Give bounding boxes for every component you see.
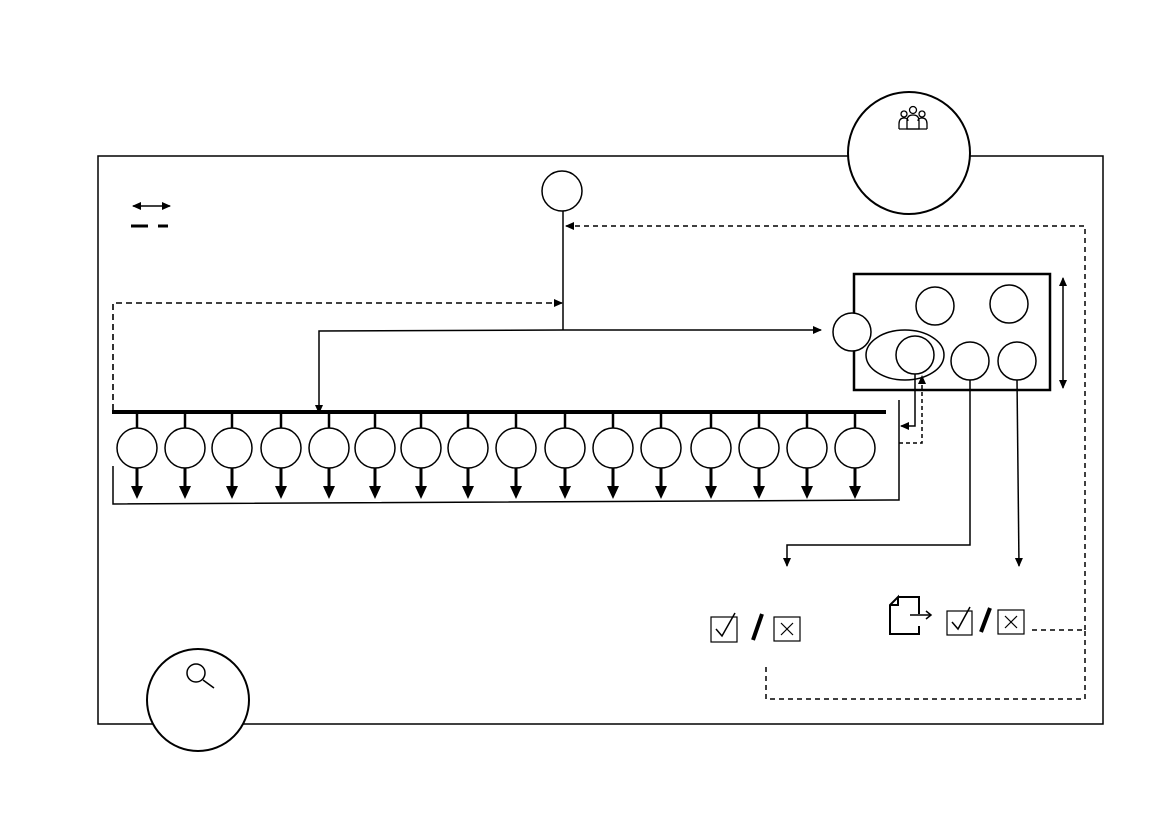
bus-node — [592, 427, 634, 469]
bus-node-arrowhead — [753, 486, 765, 499]
bus-node — [495, 427, 537, 469]
bus-node — [690, 427, 732, 469]
cluster-frame — [852, 272, 1052, 392]
bus-node — [308, 427, 350, 469]
bus-node-arrowhead — [179, 486, 191, 499]
bus-node — [211, 427, 253, 469]
team-badge — [847, 91, 971, 215]
checked-box-icon — [946, 606, 973, 636]
bus-node — [354, 427, 396, 469]
checked-box-icon — [710, 612, 738, 643]
crossed-box-icon — [773, 616, 801, 642]
cluster-output-right — [1014, 379, 1023, 567]
bus-node-arrowhead — [801, 486, 813, 499]
cluster-output-left — [783, 380, 971, 567]
feedback-dashed-top — [565, 222, 1086, 630]
bus-node-arrowhead — [415, 486, 427, 499]
group-of-people-icon — [898, 105, 928, 130]
bus-to-cluster-dashed-link — [899, 375, 926, 444]
bus-node-arrowhead — [510, 486, 522, 499]
bus-node — [544, 427, 586, 469]
cluster — [832, 272, 1067, 392]
export-document-icon — [889, 594, 933, 635]
bus-nodes — [116, 414, 876, 499]
search-badge — [146, 648, 250, 752]
slash-icon — [979, 607, 992, 633]
bus-node — [834, 427, 876, 469]
cluster-to-bus-link — [900, 374, 916, 430]
legend — [131, 202, 171, 228]
crossed-box-icon — [997, 609, 1025, 635]
outcome-left — [710, 612, 801, 643]
cluster-node — [950, 341, 990, 381]
bus-node — [786, 427, 828, 469]
bus-node-arrowhead — [849, 486, 861, 499]
top-node — [541, 170, 583, 212]
bus-node — [447, 427, 489, 469]
cluster-node — [989, 284, 1029, 324]
cluster-node — [997, 341, 1037, 381]
outcome-right — [889, 594, 1025, 636]
result-feedback-dashed — [765, 629, 1086, 700]
bus-node-arrowhead — [369, 486, 381, 499]
bus-node-arrowhead — [226, 486, 238, 499]
cluster-node — [915, 286, 955, 326]
bus-node-arrowhead — [131, 486, 143, 499]
bus-node-arrowhead — [275, 486, 287, 499]
slash-icon — [751, 613, 764, 641]
bus-node-arrowhead — [655, 486, 667, 499]
bus-node — [164, 427, 206, 469]
cluster-node — [895, 335, 935, 375]
bus-node-arrowhead — [705, 486, 717, 499]
cluster-highlight — [865, 329, 945, 381]
cluster-entry-node — [832, 312, 872, 352]
bus-node-arrowhead — [607, 486, 619, 499]
bus-return-line — [112, 400, 900, 505]
bus-node — [640, 427, 682, 469]
bus-node — [738, 427, 780, 469]
bus-node-arrowhead — [559, 486, 571, 499]
main-frame — [97, 155, 1104, 725]
bus-node-arrowhead — [323, 486, 335, 499]
bus-node — [260, 427, 302, 469]
feedback-dashed-left — [112, 299, 563, 410]
magnifying-glass-icon — [186, 663, 215, 689]
bus-node — [116, 427, 158, 469]
bus-node — [400, 427, 442, 469]
bus-node-arrowhead — [462, 486, 474, 499]
dispatch-connector — [315, 329, 564, 414]
